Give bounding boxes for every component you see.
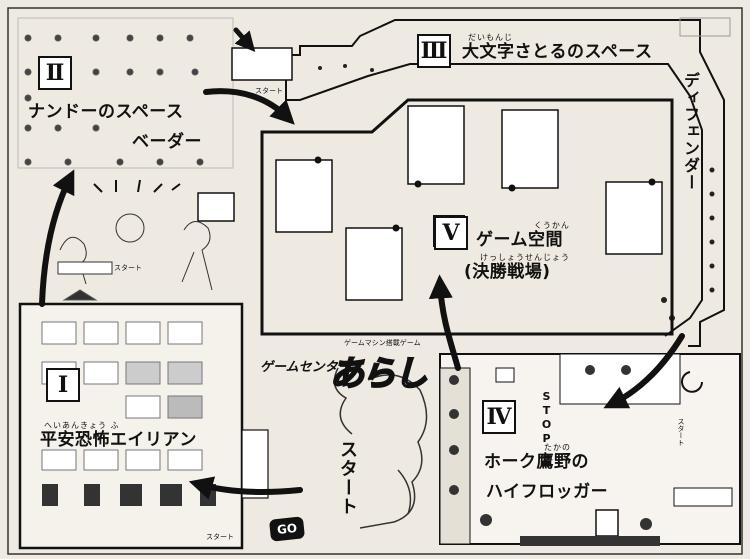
zone-4-ruby: たかの (544, 443, 571, 452)
zone-4-area (439, 353, 741, 546)
zone-2-numeral: Ⅱ (38, 56, 72, 90)
arrow-start-to-1 (188, 476, 303, 500)
start-big-label: スタート (337, 440, 358, 516)
go-badge: GO (268, 516, 306, 542)
arrow-2-to-5 (203, 88, 295, 125)
zone-3-numeral: Ⅲ (417, 34, 451, 68)
zone-4-subtitle: ハイフロッガー (486, 482, 609, 502)
zone-2-area (17, 17, 235, 301)
logo-prefix: ゲームセンター (260, 360, 351, 375)
zone-5-title-ruby: くうかん (534, 221, 570, 230)
zone-3-vertical-title: ディフェンダー (681, 72, 700, 191)
arrow-1-to-2 (39, 169, 75, 307)
zone-2-title: ナンドーのスペース (28, 102, 184, 122)
zone-5-subtitle-ruby: けっしょうせんじょう (480, 253, 570, 262)
zone-5-title: ゲーム空間 (476, 230, 563, 250)
zone-1-area (18, 302, 269, 550)
logo-caption: ゲームマシン搭載ゲーム (344, 339, 421, 347)
start-small-label-4: スタート (677, 418, 685, 446)
zone-4-numeral: Ⅳ (482, 400, 516, 434)
start-small-label-3: スタート (206, 533, 234, 541)
zone-3-title: 大文字さとるのスペース (462, 42, 653, 62)
zone-1-title: 平安恐怖エイリアン (40, 430, 197, 450)
zone-4-title: ホーク鷹野の (484, 452, 589, 472)
arrow-top (233, 27, 256, 53)
mascot-doodle (333, 367, 428, 529)
zone-5-numeral: Ⅴ (434, 216, 468, 250)
flow-arrows (39, 27, 685, 500)
outer-frame (7, 7, 743, 555)
alien-grid (24, 34, 204, 166)
logo-main: あらし (329, 353, 429, 395)
arrow-4-to-5 (428, 274, 461, 371)
arrow-3-to-4 (603, 333, 685, 409)
zone-3-ruby: だいもんじ (468, 33, 513, 42)
zone-1-numeral: Ⅰ (46, 368, 80, 402)
zone-5-subtitle: (決勝戦場) (464, 262, 551, 282)
zone-3-track (231, 17, 731, 347)
start-small-label-2: スタート (255, 87, 283, 95)
start-small-label-1: スタート (114, 264, 142, 272)
zone-1-ruby: へいあんきょう ふ (44, 421, 120, 430)
zone-2-subtitle: ベーダー (132, 132, 202, 152)
stop-label: STOP (540, 390, 553, 446)
burst-lines (93, 179, 181, 193)
